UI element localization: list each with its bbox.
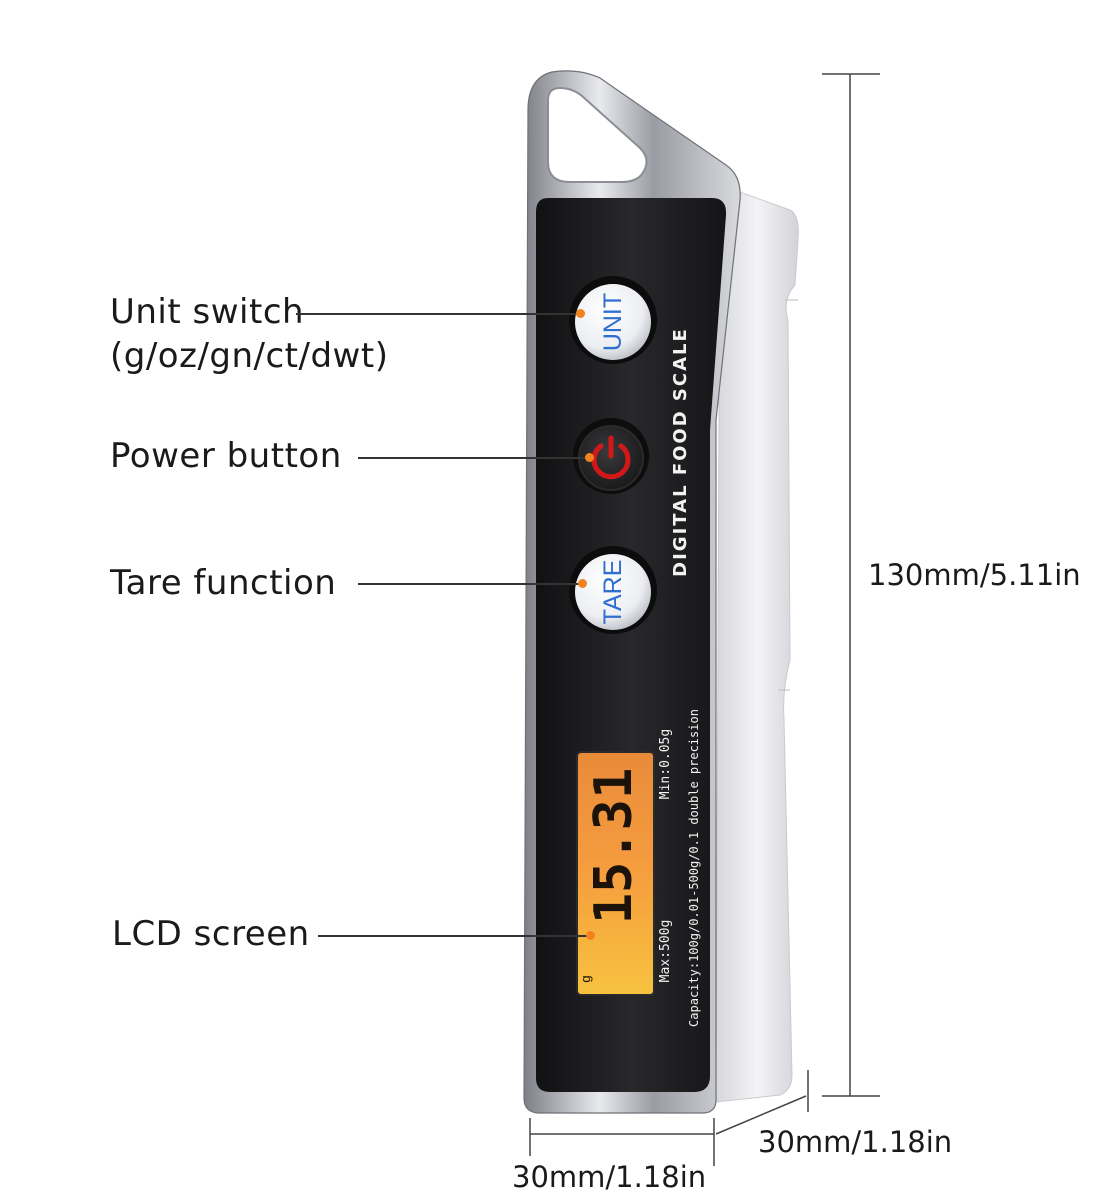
unit-button-label: UNIT [599,292,627,352]
spec-max: Max:500g [658,919,673,983]
device-model-print: DIGITAL FOOD SCALE [670,327,691,577]
callout-power: Power button [110,436,342,476]
callout-line-power [358,457,586,459]
callout-line-unit [296,313,578,315]
callout-dot-tare [578,579,587,588]
width-label: 30mm/1.18in [512,1160,707,1194]
height-dimension-line [822,73,880,1097]
lcd-unit: g [578,975,593,983]
tare-button-label: TARE [599,559,627,625]
callout-tare: Tare function [110,563,337,603]
callout-line-lcd [318,935,588,937]
spec-capacity: Capacity:100g/0.01-500g/0.1 double preci… [687,709,701,1027]
callout-dot-unit [576,309,585,318]
height-label: 130mm/5.11in [868,558,1081,592]
power-icon [591,443,631,480]
unit-button[interactable] [575,284,651,360]
lcd-screen [576,751,655,996]
callout-unit-options: (g/oz/gn/ct/dwt) [110,336,389,376]
callout-line-tare [358,583,580,585]
callout-dot-lcd [586,931,595,940]
depth-label: 30mm/1.18in [758,1125,953,1159]
hanging-loop [547,86,648,183]
lcd-reading: 15.31 [584,767,644,925]
scale-side-housing [715,184,799,1103]
spec-min: Min:0.05g [658,728,673,800]
callout-dot-power [585,453,594,462]
tare-button[interactable] [575,554,651,630]
depth-dimension-line [715,1070,809,1135]
callout-lcd: LCD screen [112,914,310,954]
width-dimension-line [529,1118,715,1166]
callout-unit-switch: Unit switch [110,292,305,332]
